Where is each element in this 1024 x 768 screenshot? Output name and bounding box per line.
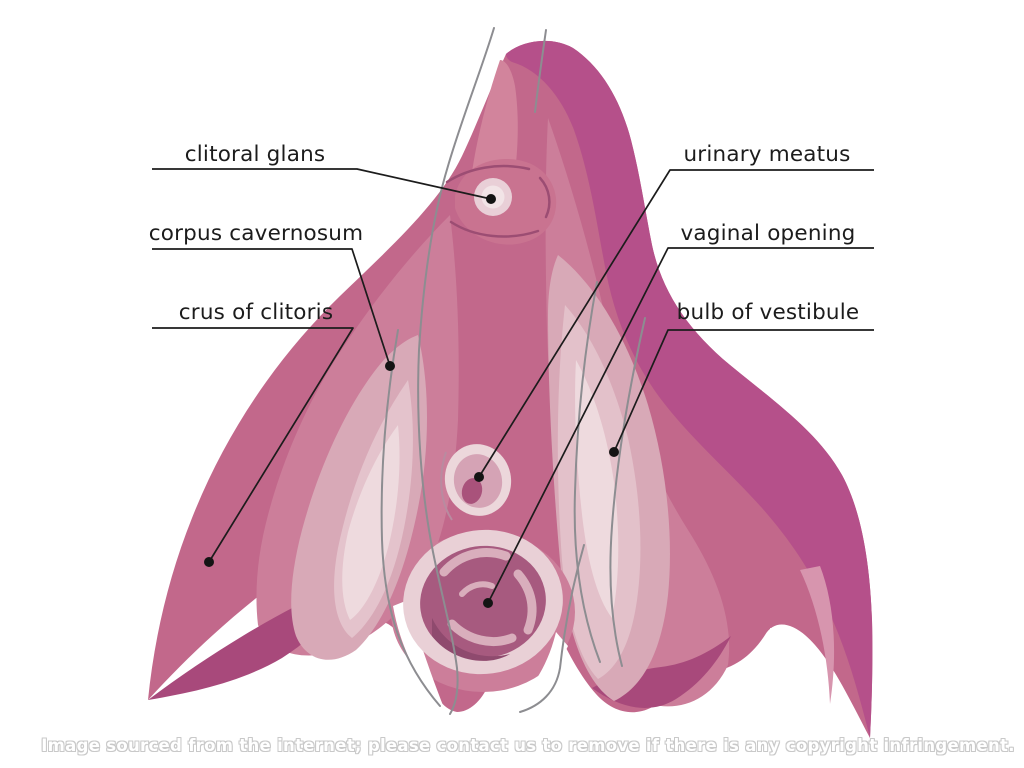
leader-bulb-of-vestibule [613,329,874,453]
annotation-dots [204,194,619,608]
annotation-leader-lines [152,168,874,604]
left-bulb-core-shape [342,425,400,620]
right-crus-shape [506,40,873,738]
glans-fold-lines [445,164,551,238]
right-perineal-notch-shape [508,632,568,710]
dot-crus-of-clitoris [204,557,214,567]
leader-vaginal-opening [487,247,874,604]
dot-bulb-of-vestibule [609,447,619,457]
label-urinary-meatus: urinary meatus [683,142,851,167]
dot-vaginal-opening [483,598,493,608]
label-bulb-of-vestibule: bulb of vestibule [676,300,860,325]
watermark-text: Image sourced from the internet; please … [41,736,1015,755]
right-claw-highlight-shape [800,566,835,704]
label-crus-of-clitoris: crus of clitoris [178,300,334,325]
right-claw-gap-shape [770,628,791,738]
leader-urinary-meatus [478,169,874,478]
dot-corpus-cavernosum [385,361,395,371]
leader-corpus-cavernosum [152,248,391,367]
leader-clitoral-glans [152,168,492,200]
vaginal-opening-shape [403,529,563,675]
label-clitoral-glans: clitoral glans [184,142,326,167]
dot-urinary-meatus [474,472,484,482]
dot-clitoral-glans [486,194,496,204]
left-wing-underside-shape [148,562,366,700]
left-perineal-notch-shape [393,600,444,708]
leader-crus-of-clitoris [152,327,354,563]
right-bulb-core-shape [575,360,619,618]
label-corpus-cavernosum: corpus cavernosum [148,221,364,246]
label-vaginal-opening: vaginal opening [680,221,856,246]
contour-outline-lines [380,27,646,715]
